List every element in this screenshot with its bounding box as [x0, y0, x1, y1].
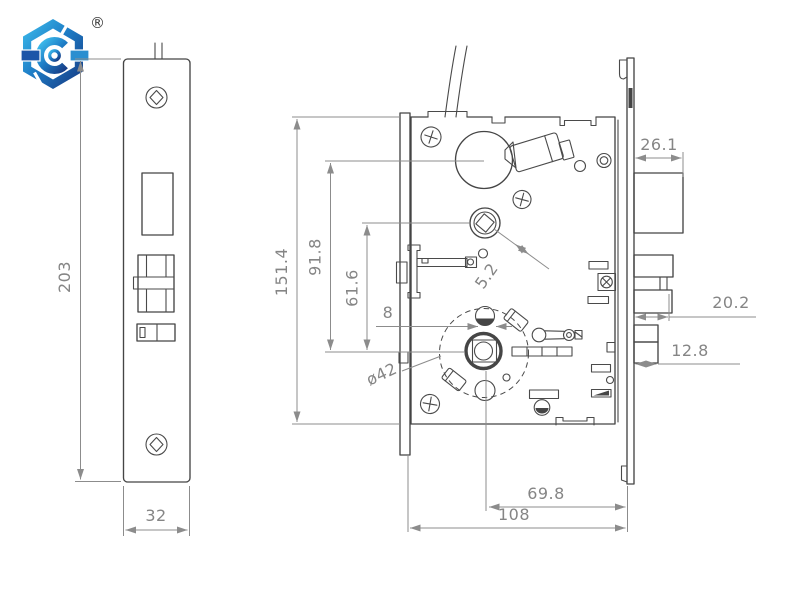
top-pin: [474, 305, 496, 327]
key-lever: [531, 327, 583, 343]
bottom-bracket: [555, 416, 595, 426]
dim-label-32: 32: [145, 506, 166, 525]
handle-follower: [504, 132, 564, 173]
pin-hole: [573, 159, 587, 173]
brand-logo: ®: [20, 14, 105, 89]
dimension-faceplate-width: 32: [123, 486, 190, 536]
faceplate-edge: [626, 57, 635, 485]
top-hook: [618, 59, 628, 80]
dimension-faceplate-height: 203: [55, 58, 121, 482]
dim-label-20-2: 20.2: [712, 293, 750, 312]
dimension-hub-housing: 26.1: [635, 135, 684, 177]
roller-bottom-left: [441, 367, 467, 392]
dimension-backset: 69.8: [407, 371, 628, 532]
dim-label-151-4: 151.4: [272, 248, 291, 296]
ring-post: [596, 152, 612, 169]
dim-label-91-8: 91.8: [306, 238, 325, 276]
cable-stub: [154, 42, 163, 60]
case-right-details: [587, 260, 617, 398]
cylinder-circle-dashed: [439, 308, 529, 398]
screw-icon: [512, 189, 532, 210]
faceplate-strip: [399, 112, 411, 456]
screw-icon: [420, 126, 442, 148]
faceplate-front-view: [122, 42, 191, 483]
pin-hole: [502, 373, 511, 382]
stop-wheel: [533, 399, 551, 416]
spring-plate: [528, 389, 560, 400]
dim-label-69-8: 69.8: [527, 484, 565, 503]
hub-housing-side: [633, 172, 684, 234]
screw-icon: [145, 86, 168, 109]
deadbolt-front: [136, 323, 176, 342]
dim-label-26-1: 26.1: [640, 135, 678, 154]
dim-label-203: 203: [55, 261, 74, 293]
dim-label-8: 8: [383, 303, 394, 322]
latch-lever-assembly: [395, 244, 489, 299]
dimension-overall-depth: 108: [410, 505, 626, 532]
latch-window: [141, 172, 174, 236]
cylinder-core: [464, 331, 503, 371]
dimension-deadbolt-projection: 12.8: [635, 341, 740, 368]
cable: [444, 45, 468, 118]
dim-label-o42: ø42: [363, 359, 400, 390]
slider-bar: [511, 346, 573, 357]
cable-entry-plate: [427, 110, 468, 118]
dim-label-12-8: 12.8: [671, 341, 709, 360]
faceplate-outline: [122, 58, 191, 483]
bottom-pin: [474, 379, 496, 402]
small-plate: [558, 139, 575, 161]
dimension-top-hole: 8: [376, 303, 512, 330]
dimension-case-height: 151.4: [272, 116, 400, 425]
bottom-foot: [620, 465, 628, 483]
dimension-hub-center: 91.8: [306, 160, 484, 353]
dimension-latch-projection: 20.2: [635, 293, 756, 321]
hexagon-logo-icon: [20, 19, 90, 89]
top-bracket: [559, 116, 597, 127]
latch-bolt-side: [633, 254, 674, 314]
top-notch: [491, 116, 506, 124]
latch-bolt-front: [132, 254, 175, 313]
screw-icon: [145, 433, 168, 456]
hub-hole: [454, 130, 514, 190]
side-view: [618, 57, 684, 485]
dimension-spindle-center: 61.6: [343, 222, 469, 350]
dimension-cylinder-diameter: ø42: [363, 355, 442, 390]
dim-label-5-2: 5.2: [471, 259, 502, 292]
spindle-hub: [469, 207, 501, 239]
edge-mark: [628, 88, 633, 108]
case-outline: [410, 116, 616, 425]
lock-body-view: [395, 45, 619, 456]
registered-mark: ®: [90, 14, 105, 32]
deadbolt-side: [633, 324, 659, 364]
screw-icon: [419, 393, 441, 415]
roller-top-right: [503, 308, 529, 332]
dim-label-61-6: 61.6: [343, 269, 362, 307]
dim-label-108: 108: [498, 505, 530, 524]
